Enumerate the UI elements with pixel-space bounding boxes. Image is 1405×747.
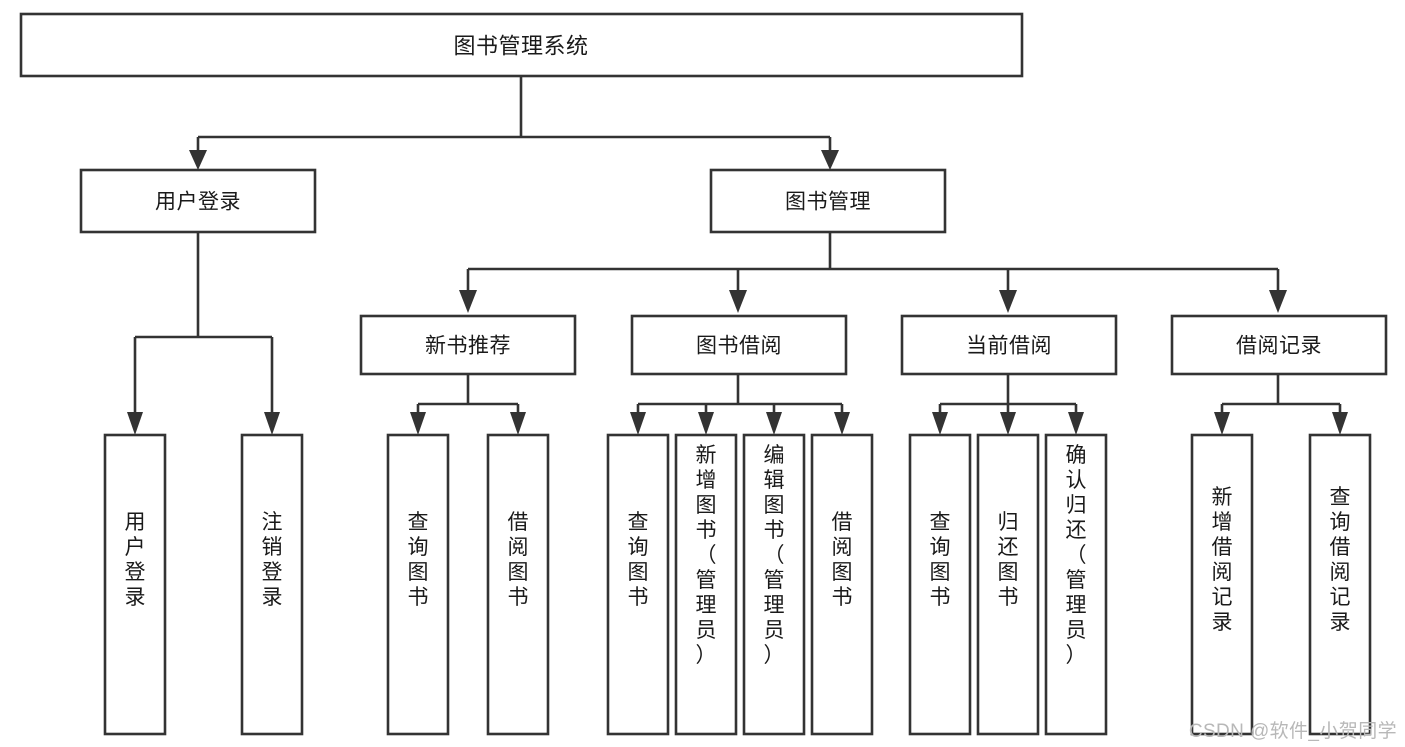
arrow-head-leaf-query-book-1 — [410, 412, 426, 435]
arrow-head-leaf-borrow-book-2 — [834, 412, 850, 435]
leaf-box-user-login[interactable] — [103, 433, 167, 736]
node-new-book-recommend[interactable]: 新书推荐 — [359, 314, 577, 376]
connector-group-root — [189, 76, 839, 170]
arrow-head-new-book-recommend — [459, 290, 477, 313]
node-borrow-record-box[interactable] — [1170, 314, 1388, 376]
node-book-borrow[interactable]: 图书借阅 — [630, 314, 848, 376]
connector-group-current-borrow — [932, 375, 1084, 435]
node-root-label: 图书管理系统 — [453, 34, 588, 59]
node-current-borrow-box[interactable] — [900, 314, 1118, 376]
node-current-borrow[interactable]: 当前借阅 — [900, 314, 1118, 376]
node-book-manage-label: 图书管理 — [785, 191, 871, 214]
node-user-login-label: 用户登录 — [155, 191, 241, 214]
leaf-box-query-book-2[interactable] — [606, 433, 670, 736]
node-user-login-box[interactable] — [79, 168, 317, 234]
leaf-box-borrow-book-2[interactable] — [810, 433, 874, 736]
arrow-head-leaf-logout-login — [264, 412, 280, 435]
node-root-box[interactable] — [19, 12, 1024, 78]
node-book-manage[interactable]: 图书管理 — [709, 168, 947, 234]
leaf-box-borrow-book-1[interactable] — [486, 433, 550, 736]
leaf-box-edit-book[interactable] — [742, 433, 806, 736]
node-borrow-record-label: 借阅记录 — [1236, 335, 1322, 358]
node-root[interactable]: 图书管理系统 — [19, 12, 1024, 78]
arrow-head-leaf-borrow-book-1 — [510, 412, 526, 435]
connector-group-new-book-recommend — [410, 375, 526, 435]
arrow-head-leaf-query-record — [1332, 412, 1348, 435]
arrow-head-leaf-user-login — [127, 412, 143, 435]
node-borrow-record[interactable]: 借阅记录 — [1170, 314, 1388, 376]
connector-group-book-borrow — [630, 375, 850, 435]
arrow-head-leaf-query-book-2 — [630, 412, 646, 435]
connector-group-book-manage — [459, 232, 1287, 313]
leaf-box-query-book-1[interactable] — [386, 433, 450, 736]
csdn-watermark: CSDN @软件_小贺同学 — [1188, 721, 1397, 742]
leaf-box-add-record[interactable] — [1190, 433, 1254, 736]
arrow-head-leaf-add-book — [698, 412, 714, 435]
arrow-head-leaf-add-record — [1214, 412, 1230, 435]
arrow-head-leaf-edit-book — [766, 412, 782, 435]
arrow-head-current-borrow — [999, 290, 1017, 313]
node-current-borrow-label: 当前借阅 — [966, 335, 1052, 358]
arrow-head-book-manage — [821, 150, 839, 170]
leaf-box-query-record[interactable] — [1308, 433, 1372, 736]
arrow-head-leaf-query-book-3 — [932, 412, 948, 435]
arrow-head-book-borrow — [729, 290, 747, 313]
leaf-box-add-book[interactable] — [674, 433, 738, 736]
arrow-head-user-login — [189, 150, 207, 170]
node-new-book-recommend-box[interactable] — [359, 314, 577, 376]
connector-group-user-login — [127, 232, 280, 435]
node-book-borrow-box[interactable] — [630, 314, 848, 376]
leaf-box-query-book-3[interactable] — [908, 433, 972, 736]
arrow-head-leaf-confirm-return — [1068, 412, 1084, 435]
node-book-manage-box[interactable] — [709, 168, 947, 234]
leaf-box-return-book[interactable] — [976, 433, 1040, 736]
leaf-boxes — [103, 433, 1372, 736]
connector-group-borrow-record — [1214, 375, 1348, 435]
leaf-box-logout-login[interactable] — [240, 433, 304, 736]
arrow-head-borrow-record — [1269, 290, 1287, 313]
node-user-login[interactable]: 用户登录 — [79, 168, 317, 234]
node-new-book-recommend-label: 新书推荐 — [425, 335, 511, 358]
leaf-box-confirm-return[interactable] — [1044, 433, 1108, 736]
node-book-borrow-label: 图书借阅 — [696, 335, 782, 358]
arrow-head-leaf-return-book — [1000, 412, 1016, 435]
